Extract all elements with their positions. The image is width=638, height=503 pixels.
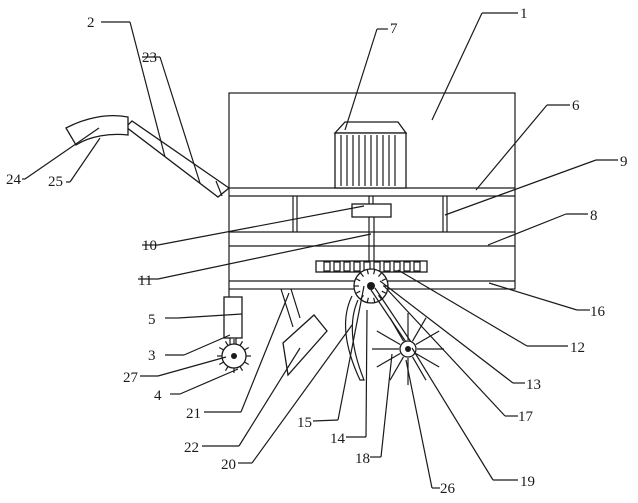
label-15: 15 bbox=[297, 415, 312, 431]
label-8: 8 bbox=[590, 208, 598, 224]
motor bbox=[335, 122, 406, 188]
label-5: 5 bbox=[148, 312, 156, 328]
label-17: 17 bbox=[518, 409, 534, 425]
ground-wheel bbox=[217, 339, 251, 373]
label-3: 3 bbox=[148, 348, 156, 364]
coupling bbox=[352, 204, 391, 217]
label-20: 20 bbox=[221, 457, 236, 473]
label-19: 19 bbox=[520, 474, 535, 490]
label-26: 26 bbox=[440, 481, 456, 497]
leg-housing bbox=[224, 297, 242, 338]
label-23: 23 bbox=[142, 50, 157, 66]
label-4: 4 bbox=[154, 388, 162, 404]
label-25: 25 bbox=[48, 174, 63, 190]
label-9: 9 bbox=[620, 154, 628, 170]
label-21: 21 bbox=[186, 406, 201, 422]
drive-gear bbox=[354, 269, 388, 303]
label-24: 24 bbox=[6, 172, 22, 188]
callout-labels: 1 2 3 4 5 6 7 8 9 10 11 12 13 14 15 16 1… bbox=[6, 6, 628, 497]
label-6: 6 bbox=[572, 98, 580, 114]
plough-blade bbox=[281, 289, 327, 375]
label-11: 11 bbox=[138, 273, 152, 289]
label-22: 22 bbox=[184, 440, 199, 456]
label-10: 10 bbox=[142, 238, 157, 254]
label-14: 14 bbox=[330, 431, 346, 447]
label-18: 18 bbox=[355, 451, 370, 467]
tilling-rotor bbox=[372, 313, 444, 385]
discharge-chute bbox=[66, 116, 229, 197]
label-1: 1 bbox=[520, 6, 528, 22]
label-16: 16 bbox=[590, 304, 606, 320]
label-27: 27 bbox=[123, 370, 139, 386]
label-2: 2 bbox=[87, 15, 95, 31]
label-7: 7 bbox=[390, 21, 398, 37]
label-13: 13 bbox=[526, 377, 541, 393]
label-12: 12 bbox=[570, 340, 585, 356]
